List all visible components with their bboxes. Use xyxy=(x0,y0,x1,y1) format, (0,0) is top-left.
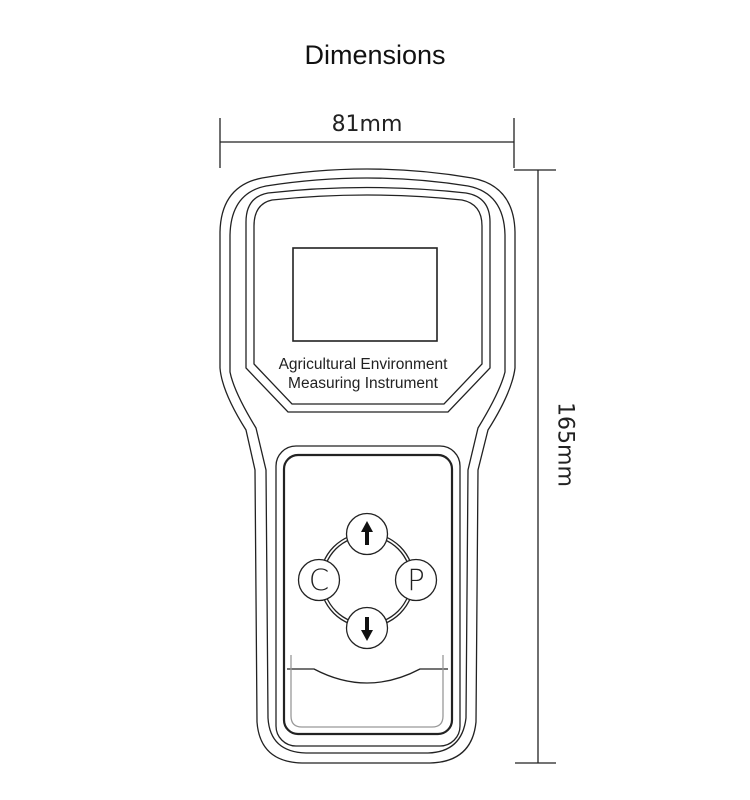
page-title: Dimensions xyxy=(304,40,446,70)
p-button[interactable] xyxy=(394,558,438,602)
p-button-label: P xyxy=(407,563,425,597)
keypad-window xyxy=(290,655,444,728)
c-button-label: C xyxy=(308,563,330,597)
screen-bezel-inner xyxy=(253,194,483,405)
keypad-window-curve xyxy=(287,668,448,684)
device-label-line1: Agricultural Environment xyxy=(278,356,448,373)
device-outer-shell xyxy=(219,168,516,764)
height-dimension-line xyxy=(514,169,556,764)
display-screen xyxy=(292,247,438,342)
c-button[interactable] xyxy=(297,558,341,602)
keypad-panel xyxy=(282,453,454,736)
keypad-bezel xyxy=(275,445,461,747)
width-label: 81mm xyxy=(331,112,403,137)
arrow-down-icon xyxy=(361,617,373,641)
device-inner-edge xyxy=(229,177,506,754)
screen-bezel xyxy=(245,186,491,413)
height-label: 165mm xyxy=(552,402,578,487)
arrow-up-icon xyxy=(361,521,373,545)
device-label-line2: Measuring Instrument xyxy=(288,375,438,392)
width-dimension-line xyxy=(219,118,515,168)
